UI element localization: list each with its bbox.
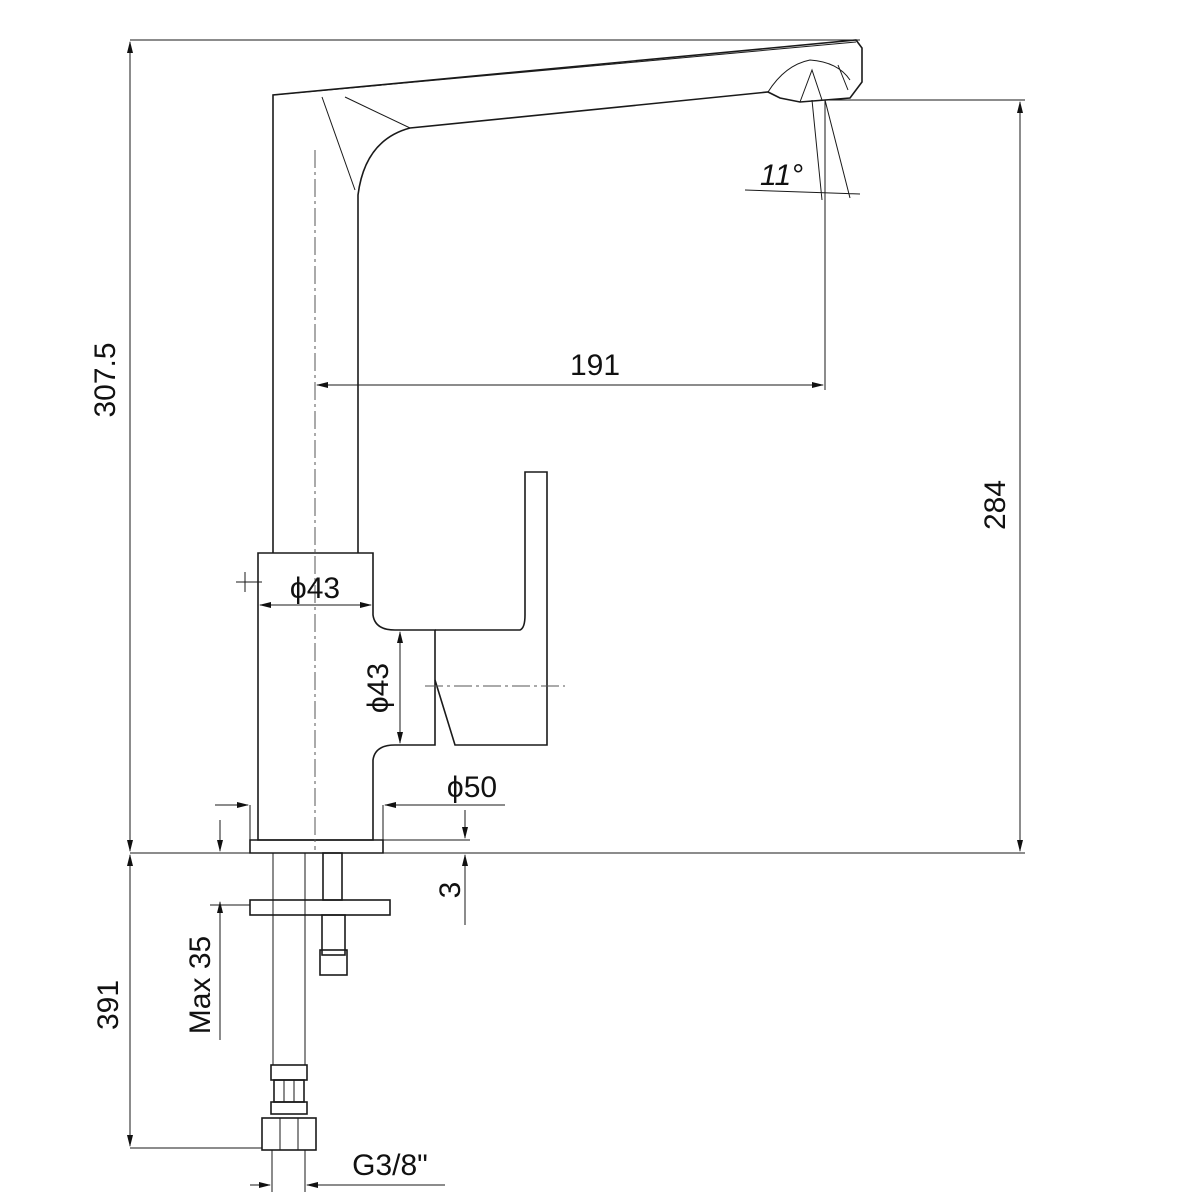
hose-length-label: 391: [92, 980, 125, 1030]
total-height-label: 307.5: [89, 342, 122, 417]
base-diameter-label: ϕ50: [447, 771, 497, 804]
spout-height-label: 284: [979, 480, 1012, 530]
max-counter-thickness-label: Max 35: [184, 936, 217, 1034]
braided-hose: [272, 852, 306, 1066]
mounting-hardware: [249, 852, 391, 1151]
dimension-lines: [127, 39, 1025, 1192]
body-diameter-upper-label: ϕ43: [290, 572, 340, 605]
faucet-outline: [249, 39, 863, 854]
base-thickness-label: 3: [434, 882, 467, 899]
hose-nut: [261, 1117, 317, 1151]
connection-thread-label: G3/8": [352, 1149, 428, 1182]
threaded-rod: [322, 852, 343, 901]
body-diameter-side-label: ϕ43: [362, 663, 395, 713]
spout-reach-label: 191: [570, 349, 620, 382]
spout-angle-label: 11°: [760, 159, 803, 192]
mounting-plate: [249, 899, 391, 916]
